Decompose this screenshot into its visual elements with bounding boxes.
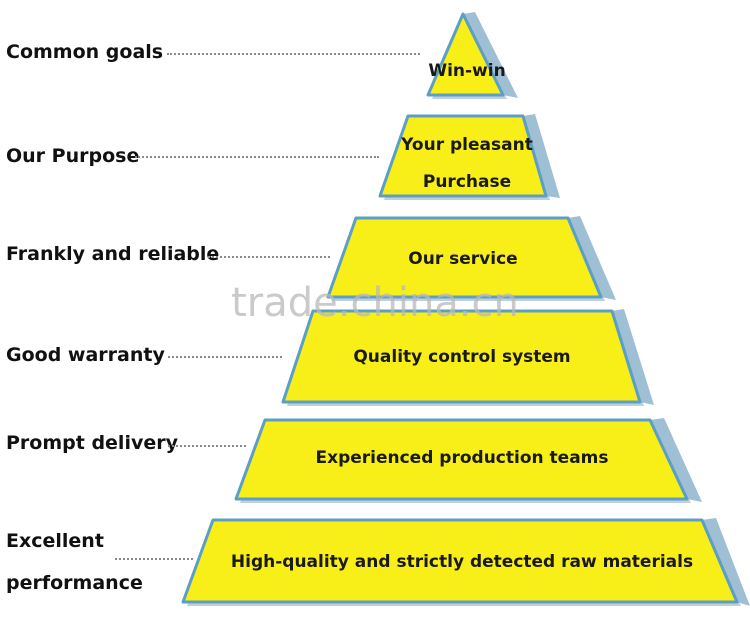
label-good-warranty: Good warranty — [6, 344, 165, 366]
label-performance: performance — [6, 572, 143, 594]
label-common-goals: Common goals — [6, 41, 164, 63]
label-prompt-delivery: Prompt delivery — [6, 432, 178, 454]
tier-quality-control-text: Quality control system — [353, 347, 570, 367]
tier-pleasant-purchase-text-2: Purchase — [423, 172, 511, 192]
tier-quality-control-face — [281, 309, 642, 404]
leader-line-5 — [168, 445, 246, 447]
tier-pleasant-purchase-face — [378, 114, 548, 198]
leader-line-1 — [167, 53, 420, 55]
tier-production-teams-text: Experienced production teams — [315, 448, 608, 468]
leader-line-3 — [208, 256, 330, 258]
tier-production-teams: Experienced production teams — [234, 418, 702, 503]
tier-raw-materials-face — [181, 518, 739, 604]
label-our-purpose: Our Purpose — [6, 145, 140, 167]
tier-quality-control: Quality control system — [281, 309, 654, 406]
leader-line-4 — [168, 356, 282, 358]
tier-win-win: Win-win — [426, 12, 518, 99]
tier-raw-materials-side — [702, 518, 750, 606]
watermark-text: trade.china.cn — [231, 280, 519, 326]
tier-quality-control-side — [612, 309, 654, 405]
label-excellent: Excellent — [6, 530, 104, 552]
tier-our-service-text: Our service — [408, 249, 517, 269]
label-frankly-reliable: Frankly and reliable — [6, 243, 220, 265]
tier-our-service: Our service — [326, 216, 616, 301]
tier-win-win-side — [463, 12, 518, 98]
tier-production-teams-face — [234, 418, 689, 501]
tier-our-service-side — [568, 216, 616, 300]
tier-pleasant-purchase-text-1: Your pleasant — [400, 135, 533, 155]
leader-line-6 — [115, 558, 193, 560]
tier-win-win-face — [426, 12, 505, 97]
tier-win-win-text: Win-win — [428, 61, 505, 81]
tier-raw-materials-text: High-quality and strictly detected raw m… — [231, 552, 693, 572]
tier-our-service-face — [326, 216, 603, 299]
tier-pleasant-purchase-side — [523, 114, 560, 198]
leader-line-2 — [135, 156, 379, 158]
tier-production-teams-side — [650, 418, 702, 502]
tier-raw-materials: High-quality and strictly detected raw m… — [181, 518, 750, 606]
